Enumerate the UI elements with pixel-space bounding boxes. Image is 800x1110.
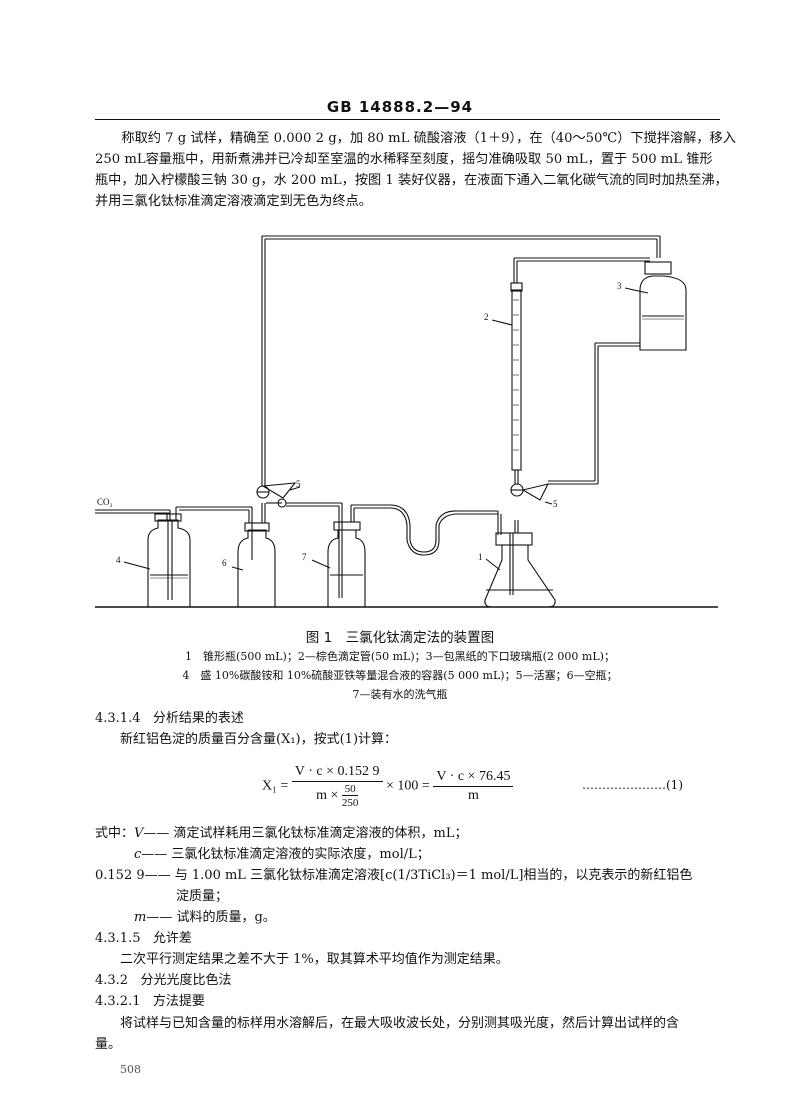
formula-number: …………………(1) <box>582 778 683 792</box>
label-5-right: 5 <box>553 499 558 509</box>
formula-numerator-1: V · c × 0.152 9 <box>291 764 383 782</box>
definition-constant-cont: 淀质量； <box>176 889 229 904</box>
figure-caption: 图 1 三氯化钛滴定法的装置图 <box>305 630 495 646</box>
symbol-c: c <box>134 847 142 862</box>
label-2: 2 <box>484 312 489 322</box>
formula-1: X₁ = V · c × 0.152 9 m × 50 250 × 100 = … <box>262 764 722 820</box>
symbol-v: V <box>134 826 144 841</box>
section-4-3-1-4-heading: 4.3.1.4 分析结果的表述 <box>95 707 244 726</box>
section-4-3-1-5-heading: 4.3.1.5 允许差 <box>95 927 192 946</box>
label-1: 1 <box>478 552 483 562</box>
label-7: 7 <box>302 552 307 562</box>
section-number: 4.3.1.4 <box>95 711 141 726</box>
figure-legend-line-1: 1 锥形瓶(500 mL)；2—棕色滴定管(50 mL)；3—包黑纸的下口玻璃瓶… <box>185 650 615 663</box>
formula-fraction-1: V · c × 0.152 9 m × 50 250 <box>291 764 383 809</box>
intro-line-2: 250 mL容量瓶中，用新煮沸并已冷却至室温的水稀释至刻度，摇匀准确吸取 50 … <box>95 152 713 167</box>
definition-v: 式中：V—— 滴定试样耗用三氯化钛标准滴定溶液的体积，mL； <box>95 822 468 841</box>
section-number: 4.3.2.1 <box>95 994 141 1009</box>
definition-m: m—— 试料的质量，g。 <box>134 906 276 925</box>
label-5-left: 5 <box>296 479 301 489</box>
page-number: 508 <box>120 1063 141 1076</box>
formula-lhs: X₁ = <box>262 778 289 794</box>
section-title: 分光光度比色法 <box>140 973 232 988</box>
definition-constant-text: —— 与 1.00 mL 三氯化钛标准滴定溶液[c(1/3TiCl₃)＝1 mo… <box>144 868 693 883</box>
small-frac-den: 250 <box>341 797 359 809</box>
small-frac-num: 50 <box>341 783 359 796</box>
formula-fraction-2: V · c × 76.45 m <box>433 769 514 804</box>
label-4: 4 <box>116 555 121 565</box>
symbol-constant: 0.152 9 <box>95 868 145 883</box>
label-3: 3 <box>617 281 622 291</box>
section-4-3-2-heading: 4.3.2 分光光度比色法 <box>95 969 232 988</box>
apparatus-diagram: CO₂ 4 6 7 1 2 3 5 5 <box>95 235 718 608</box>
header-rule <box>95 119 720 120</box>
formula-denominator-2: m <box>467 788 479 803</box>
definition-m-text: —— 试料的质量，g。 <box>146 910 276 925</box>
figure-legend-line-2: 4 盛 10%碳酸铵和 10%硫酸亚铁等量混合液的容器(5 000 mL)；5—… <box>182 669 618 682</box>
definition-constant: 0.152 9—— 与 1.00 mL 三氯化钛标准滴定溶液[c(1/3TiCl… <box>95 864 720 883</box>
definition-c: c—— 三氯化钛标准滴定溶液的实际浓度，mol/L； <box>134 843 430 862</box>
formula-denominator-1: m × 50 250 <box>292 782 383 809</box>
section-title: 允许差 <box>152 931 192 946</box>
definition-c-text: —— 三氯化钛标准滴定溶液的实际浓度，mol/L； <box>141 847 430 862</box>
intro-line-3: 瓶中，加入柠檬酸三钠 30 g，水 200 mL，按图 1 装好仪器，在液面下通… <box>95 173 728 188</box>
symbol-m: m <box>134 910 147 925</box>
section-4-3-2-1-text-2: 量。 <box>95 1037 122 1052</box>
label-co2: CO₂ <box>97 497 113 507</box>
section-4-3-2-1-heading: 4.3.2.1 方法提要 <box>95 990 205 1009</box>
intro-line-1: 称取约 7 g 试样，精确至 0.000 2 g，加 80 mL 硫酸溶液（1＋… <box>121 131 736 146</box>
definitions-intro: 式中： <box>95 826 135 841</box>
section-4-3-1-4-text: 新红铝色淀的质量百分含量(X₁)，按式(1)计算： <box>120 732 398 747</box>
standard-code: GB 14888.2—94 <box>326 98 474 116</box>
section-number: 4.3.2 <box>95 973 129 988</box>
formula-numerator-2: V · c × 76.45 <box>433 769 514 787</box>
section-title: 方法提要 <box>152 994 205 1009</box>
section-title: 分析结果的表述 <box>152 711 244 726</box>
section-4-3-2-1-text-1: 将试样与已知含量的标样用水溶解后，在最大吸收波长处，分别测其吸光度，然后计算出试… <box>120 1016 680 1031</box>
label-6: 6 <box>222 558 227 568</box>
definition-v-text: —— 滴定试样耗用三氯化钛标准滴定溶液的体积，mL； <box>143 826 468 841</box>
intro-line-4: 并用三氯化钛标准滴定溶液滴定到无色为终点。 <box>95 194 372 209</box>
section-number: 4.3.1.5 <box>95 931 141 946</box>
figure-legend-line-3: 7—装有水的洗气瓶 <box>352 688 448 701</box>
section-4-3-1-5-text: 二次平行测定结果之差不大于 1%，取其算术平均值作为测定结果。 <box>120 952 509 967</box>
formula-small-fraction: 50 250 <box>341 783 359 809</box>
formula-times-100: × 100 = <box>386 778 430 794</box>
formula-den-prefix: m × <box>316 788 339 804</box>
